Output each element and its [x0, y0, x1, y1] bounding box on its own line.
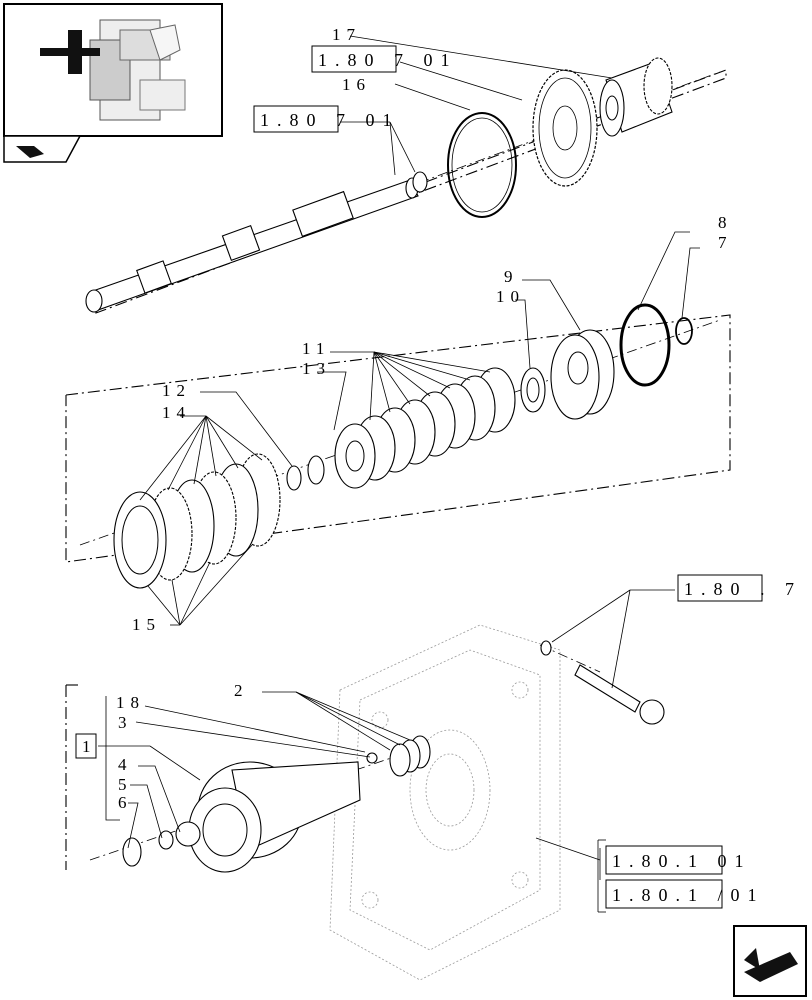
ref-box-2[interactable]: 1.80 7 01 — [253, 105, 400, 133]
callout-17: 17 — [332, 25, 361, 44]
callout-7: 7 — [718, 233, 733, 252]
ref-box-3[interactable]: 1.80 . 7 — [677, 574, 802, 602]
piston[interactable] — [550, 329, 615, 420]
ref-box-5[interactable]: 1.80.1 /01 — [605, 879, 765, 909]
transmission-thumbnail[interactable] — [3, 3, 223, 137]
seal-rings[interactable] — [389, 735, 431, 777]
tractor-icon[interactable] — [3, 135, 82, 163]
circlip[interactable] — [122, 837, 142, 867]
clutch-plate-pack[interactable] — [113, 453, 281, 589]
callout-9: 9 — [504, 267, 519, 286]
callout-14: 14 — [162, 403, 191, 422]
callout-18: 18 — [116, 693, 145, 712]
o-ring-small[interactable] — [412, 171, 428, 193]
shaft-axis-frame — [95, 69, 727, 314]
callout-11: 11 — [302, 339, 330, 358]
ref-box-4[interactable]: 1.80.1 01 — [605, 845, 752, 875]
callout-2: 2 — [234, 681, 249, 700]
clutch-drum[interactable] — [188, 761, 361, 873]
retaining-ring[interactable] — [619, 303, 671, 387]
next-page-arrow-icon[interactable] — [733, 925, 807, 997]
ref-box-1[interactable]: 1.80 7 01 — [311, 45, 458, 73]
leader-lines — [98, 35, 700, 913]
snap-ring[interactable] — [447, 112, 517, 218]
callout-15: 15 — [132, 615, 161, 634]
callout-4: 4 — [118, 755, 133, 774]
ref-3-text: 1.80 . 7 — [684, 579, 802, 599]
toothed-disc[interactable] — [532, 69, 598, 187]
callout-box-1[interactable]: 1 — [75, 733, 97, 759]
ref-2-text: 1.80 7 01 — [260, 110, 400, 130]
main-shaft[interactable] — [85, 177, 419, 313]
callout-1: 1 — [82, 737, 97, 756]
ref-1-text: 1.80 7 01 — [318, 50, 458, 70]
snap-ring-small[interactable] — [286, 465, 302, 491]
transmission-housing-outline — [329, 624, 561, 981]
clutch-pack-frame — [65, 314, 731, 563]
ref-4-text: 1.80.1 01 — [612, 851, 752, 871]
washer-small[interactable] — [158, 830, 174, 850]
gear-small[interactable] — [175, 821, 201, 847]
ball[interactable] — [366, 752, 378, 764]
callout-13: 13 — [302, 359, 331, 378]
callout-12: 12 — [162, 381, 191, 400]
callout-3: 3 — [118, 713, 133, 732]
cap-screw[interactable] — [540, 640, 665, 725]
ref-5-text: 1.80.1 /01 — [612, 885, 765, 905]
callout-10: 10 — [496, 287, 525, 306]
washer[interactable] — [520, 367, 546, 413]
callout-6: 6 — [118, 793, 133, 812]
o-ring[interactable] — [675, 317, 693, 345]
belleville-spring-stack[interactable] — [334, 367, 516, 489]
shim-ring[interactable] — [307, 455, 325, 485]
callout-5: 5 — [118, 775, 133, 794]
spline-hub[interactable] — [599, 57, 673, 137]
callout-16: 16 — [342, 75, 371, 94]
callout-8: 8 — [718, 213, 733, 232]
